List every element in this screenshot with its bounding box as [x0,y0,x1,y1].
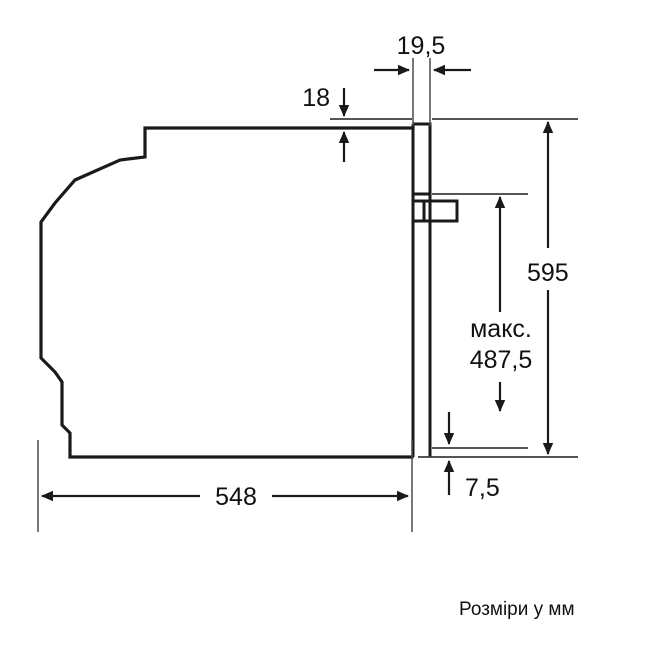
oven-body-outline [39,126,415,459]
dimension-label-487-5: 487,5 [470,346,533,374]
dimension-label-595: 595 [527,259,569,287]
dimension-19-5: 19,5 [374,32,471,76]
dimension-label-max-prefix: макс. [470,315,532,343]
extension-lines [37,58,578,532]
oven-front-panel [411,122,432,457]
dimension-label-18: 18 [302,84,330,112]
dimension-595: 595 [527,121,569,455]
dimension-label-548: 548 [215,483,257,511]
drawing-caption: Розміри у мм [459,599,575,620]
dimension-label-19-5: 19,5 [397,32,446,60]
dimension-18: 18 [302,84,350,162]
dimension-548: 548 [41,483,409,511]
dimension-max-487-5: макс. 487,5 [470,196,533,412]
oven-handle-tab [413,199,459,223]
dimension-label-7-5: 7,5 [465,474,500,502]
dimension-7-5: 7,5 [443,412,500,502]
